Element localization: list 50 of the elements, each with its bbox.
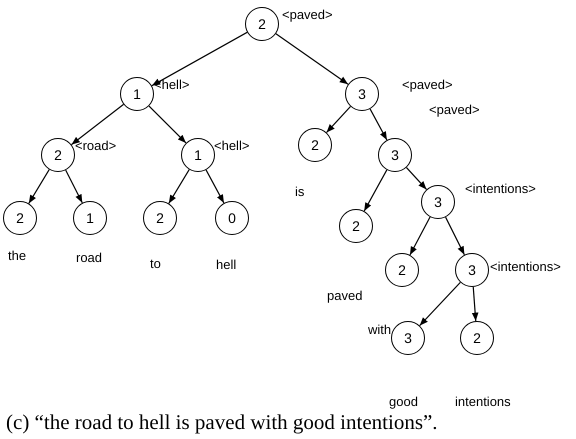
arrow	[71, 104, 124, 146]
node-annotation: <paved>	[282, 7, 333, 22]
tree-node-circle: 3	[421, 185, 455, 219]
node-annotation: <road>	[75, 138, 116, 153]
arrow	[276, 33, 348, 85]
tree-node-circle: 2	[385, 253, 419, 287]
tree-node-circle: 2	[143, 201, 177, 235]
tree-node-circle: 2	[298, 128, 332, 162]
arrow	[326, 106, 351, 133]
word-label: to	[150, 256, 161, 271]
word-label: intentions	[455, 394, 511, 409]
tree-node-circle: 3	[378, 138, 412, 172]
word-label: the	[8, 248, 26, 263]
tree-node-circle: 3	[455, 253, 489, 287]
tree-node-circle: 1	[120, 77, 154, 111]
arrow	[28, 169, 50, 204]
arrow	[419, 282, 461, 326]
arrow	[409, 216, 431, 256]
arrow	[152, 32, 248, 86]
arrow	[445, 216, 465, 256]
tree-node-circle: 0	[215, 201, 249, 235]
word-label: is	[295, 184, 304, 199]
arrow	[168, 169, 190, 204]
tree-node-circle: 1	[73, 201, 107, 235]
arrow	[65, 170, 83, 204]
word-label: paved	[327, 288, 362, 303]
tree-node-circle: 2	[339, 209, 373, 243]
tree-node-circle: 2	[460, 321, 494, 355]
word-label: road	[76, 250, 102, 265]
caption: (c) “the road to hell is paved with good intentions”.	[6, 412, 438, 433]
tree-node-circle: 2	[3, 201, 37, 235]
arrow	[364, 170, 388, 212]
arrow	[206, 170, 224, 204]
node-annotation: <intentions>	[465, 181, 536, 196]
node-annotation: <paved>	[402, 77, 453, 92]
node-annotation: <hell>	[214, 138, 250, 153]
word-label: hell	[216, 257, 236, 272]
tree-node-circle: 3	[345, 77, 379, 111]
word-label: good	[389, 394, 418, 409]
word-label: with	[368, 322, 392, 337]
node-annotation: <intentions>	[490, 259, 561, 274]
arrow	[472, 286, 478, 322]
tree-node-circle: 3	[391, 321, 425, 355]
arrow	[148, 106, 186, 144]
arrow	[370, 108, 388, 140]
tree-node-circle: 1	[181, 138, 215, 172]
tree-node-circle: 2	[245, 7, 279, 41]
arrow	[406, 167, 427, 190]
node-annotation: <paved>	[429, 102, 480, 117]
tree-node-circle: 2	[41, 138, 75, 172]
